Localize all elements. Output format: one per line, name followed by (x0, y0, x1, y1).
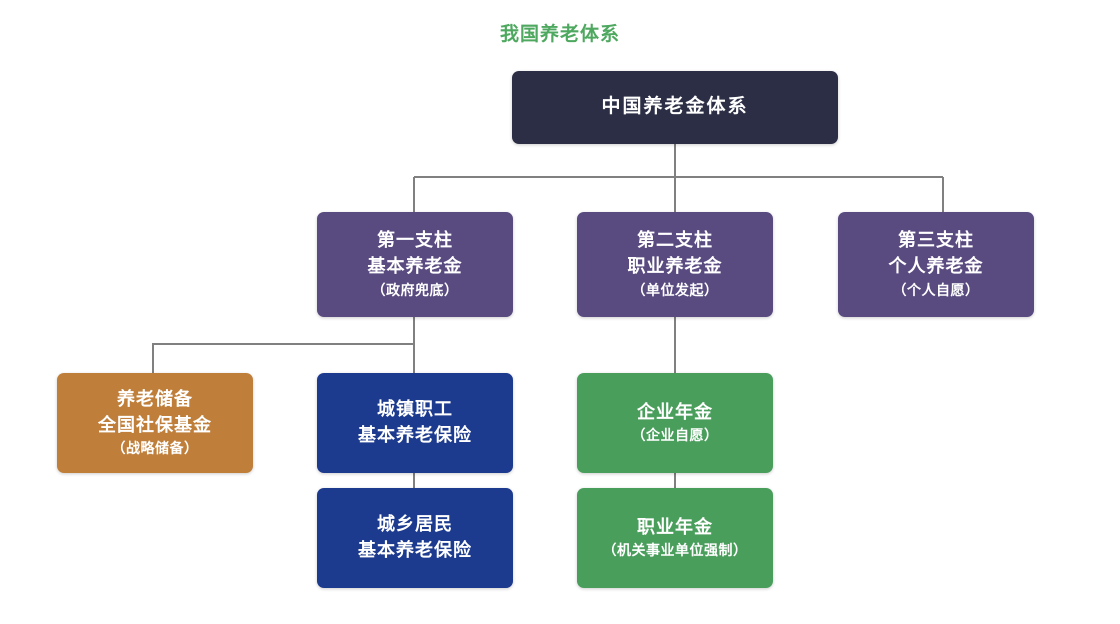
node-root-line1: 中国养老金体系 (601, 96, 749, 118)
node-root[interactable]: 中国养老金体系 (512, 71, 838, 144)
node-pillar3-line1: 第三支柱 (898, 230, 974, 251)
node-urban-worker-line2: 基本养老保险 (358, 425, 472, 445)
node-enterprise-annuity-line1: 企业年金 (637, 401, 713, 422)
node-urban-worker-line1: 城镇职工 (377, 399, 453, 420)
node-pillar1-line1: 第一支柱 (377, 230, 453, 251)
node-occupational-annuity[interactable]: 职业年金 （机关事业单位强制） (577, 488, 773, 588)
page-title: 我国养老体系 (499, 24, 620, 45)
node-pillar2-line1: 第二支柱 (637, 230, 713, 251)
edge-pillar1-to-reserve (152, 343, 414, 373)
node-pillar1[interactable]: 第一支柱 基本养老金 （政府兜底） (317, 212, 513, 317)
node-pillar1-line2: 基本养老金 (367, 256, 463, 276)
node-reserve-line2: 全国社保基金 (98, 414, 212, 435)
node-pillar3[interactable]: 第三支柱 个人养老金 （个人自愿） (838, 212, 1034, 317)
node-pillar2-note: （单位发起） (631, 281, 719, 298)
node-urban-rural-line2: 基本养老保险 (358, 540, 472, 560)
node-pillar2-line2: 职业养老金 (627, 256, 723, 276)
node-pillar1-note: （政府兜底） (371, 281, 459, 298)
node-reserve-fund[interactable]: 养老储备 全国社保基金 （战略储备） (57, 373, 253, 473)
node-urban-worker-insurance[interactable]: 城镇职工 基本养老保险 (317, 373, 513, 473)
node-urban-rural-resident-insurance[interactable]: 城乡居民 基本养老保险 (317, 488, 513, 588)
node-pillar2[interactable]: 第二支柱 职业养老金 （单位发起） (577, 212, 773, 317)
node-occupational-annuity-line1: 职业年金 (637, 516, 713, 537)
node-enterprise-annuity-note: （企业自愿） (631, 427, 719, 444)
node-pillar3-line2: 个人养老金 (888, 256, 984, 276)
node-enterprise-annuity[interactable]: 企业年金 （企业自愿） (577, 373, 773, 473)
node-pillar3-note: （个人自愿） (892, 281, 980, 298)
node-urban-rural-line1: 城乡居民 (377, 514, 453, 535)
node-occupational-annuity-note: （机关事业单位强制） (602, 542, 748, 559)
node-reserve-line1: 养老储备 (117, 388, 193, 409)
node-reserve-note: （战略储备） (111, 440, 199, 457)
